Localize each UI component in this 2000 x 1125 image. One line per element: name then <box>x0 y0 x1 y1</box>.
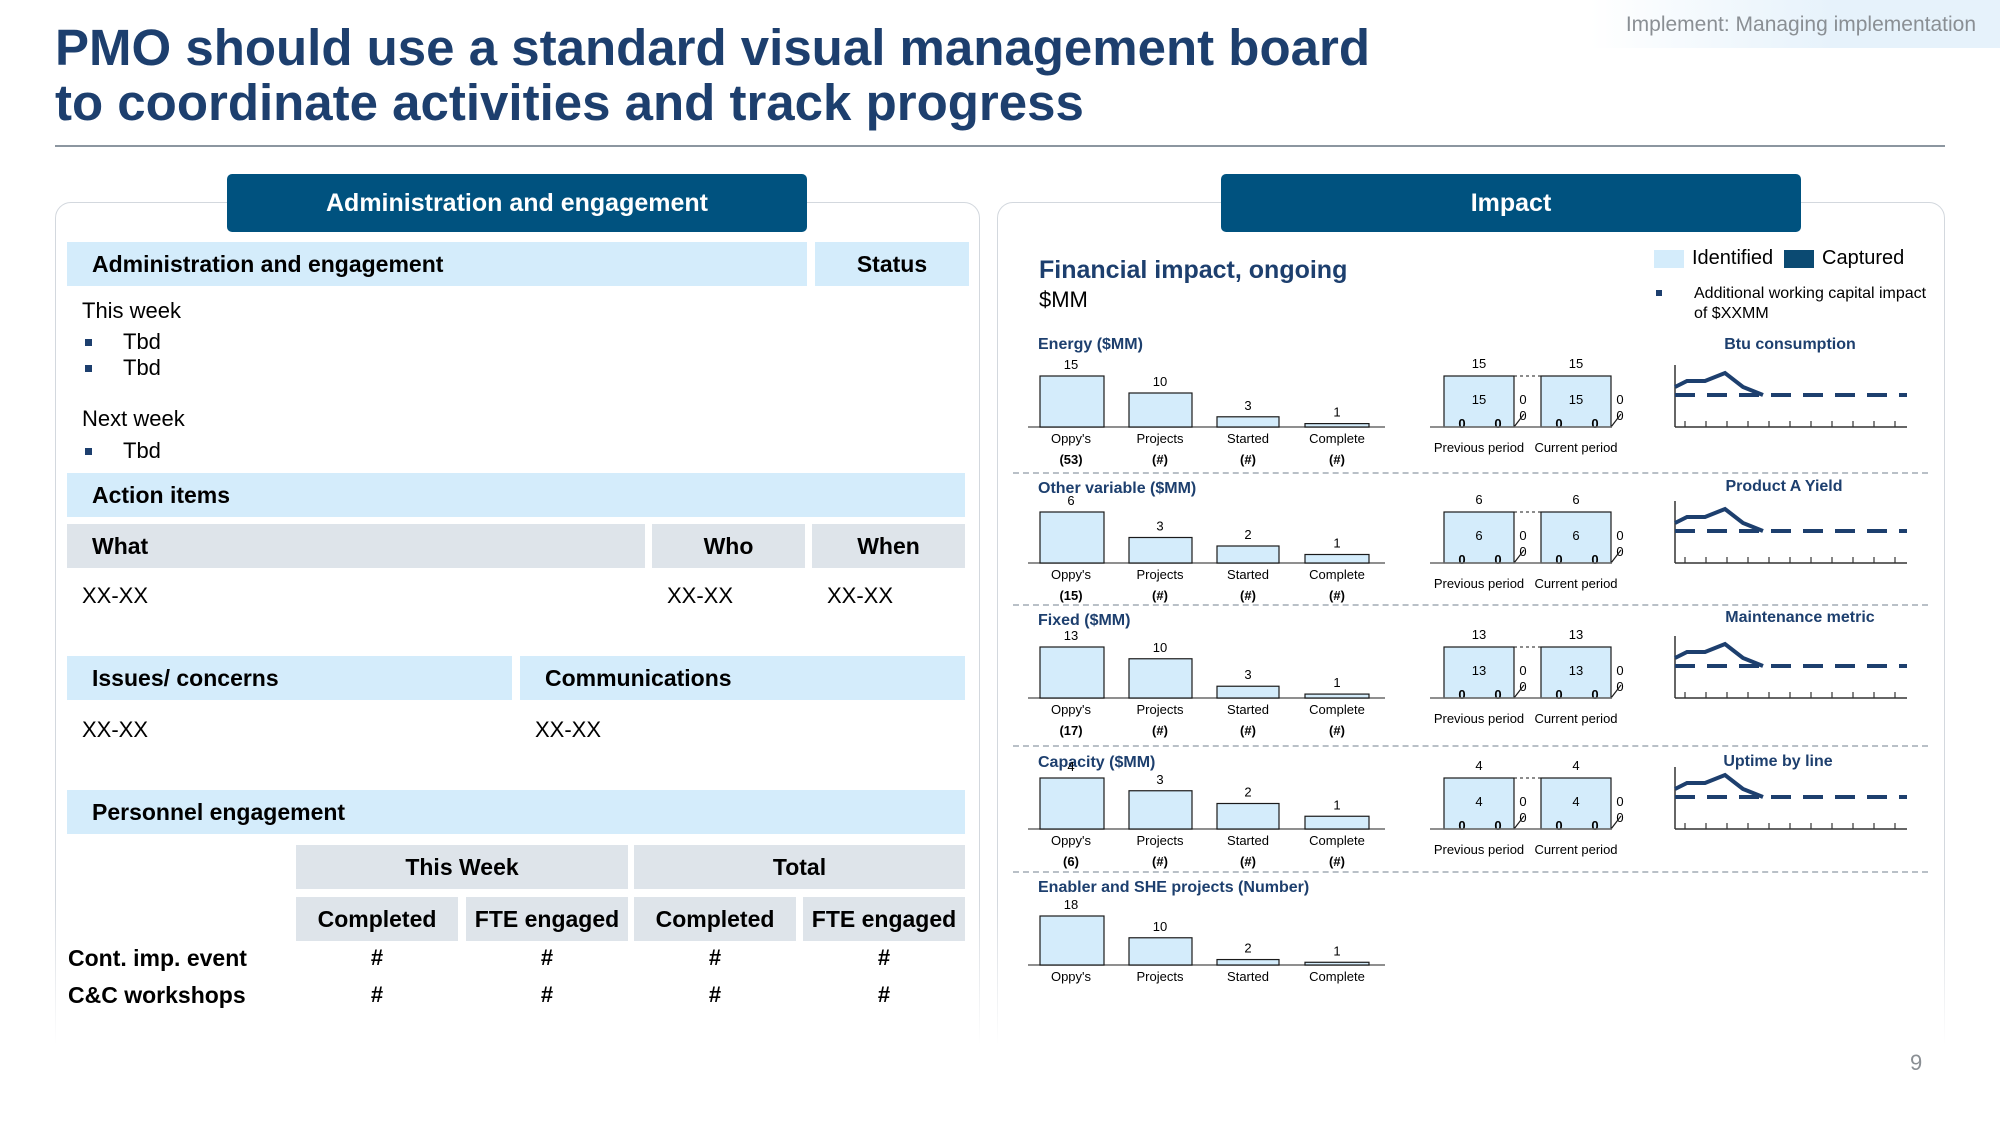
next-week-label: Next week <box>82 406 185 431</box>
status-header: Status <box>815 242 969 286</box>
legend-captured-swatch <box>1784 250 1814 268</box>
title-divider <box>55 145 1945 147</box>
issues-header: Issues/ concerns <box>67 656 512 700</box>
working-capital-note: Additional working capital impact of $XX… <box>1694 285 1927 322</box>
section-title-other-variable: Other variable ($MM) <box>1038 480 1197 497</box>
page-title-line1: PMO should use a standard visual managem… <box>55 19 1370 76</box>
note-bullet <box>1656 290 1662 296</box>
row-value: # <box>877 982 891 1007</box>
kpi-title-maintenance: Maintenance metric <box>1725 609 1875 626</box>
sub-col-fte-engaged: FTE engaged <box>466 897 628 941</box>
communications-header: Communications <box>520 656 965 700</box>
section-title-fixed: Fixed ($MM) <box>1038 612 1131 629</box>
total-col: Total <box>634 845 965 889</box>
section-divider <box>1013 604 1928 606</box>
impact-panel-title: Impact <box>1221 174 1801 232</box>
row-value: # <box>877 945 891 970</box>
admin-panel-title: Administration and engagement <box>227 174 807 232</box>
row-value: # <box>708 945 722 970</box>
row-value: # <box>370 982 384 1007</box>
financial-impact-unit: $MM <box>1039 287 1088 312</box>
communications-value: XX-XX <box>535 717 602 742</box>
action-when-value: XX-XX <box>827 583 894 608</box>
section-title-capacity: Capacity ($MM) <box>1038 754 1156 771</box>
sub-col-fte-engaged: FTE engaged <box>803 897 965 941</box>
row-value: # <box>540 945 554 970</box>
action-what-value: XX-XX <box>82 583 149 608</box>
action-who-value: XX-XX <box>667 583 734 608</box>
impact-panel-fade <box>992 900 1950 1070</box>
action-col-when: When <box>812 524 965 568</box>
section-title-energy: Energy ($MM) <box>1038 336 1143 353</box>
this-week-col: This Week <box>296 845 628 889</box>
page-title: PMO should use a standard visual managem… <box>55 20 1370 130</box>
issues-value: XX-XX <box>82 717 149 742</box>
kpi-title-btu: Btu consumption <box>1724 336 1856 353</box>
row-value: # <box>540 982 554 1007</box>
row-label: Cont. imp. event <box>68 945 247 971</box>
kpi-title-yield: Product A Yield <box>1725 478 1843 495</box>
next-week-item: Tbd <box>85 438 161 463</box>
admin-engagement-header: Administration and engagement <box>67 242 807 286</box>
page-number: 9 <box>1910 1050 1923 1075</box>
this-week-item: Tbd <box>85 355 161 380</box>
legend-captured: Captured <box>1822 247 1905 269</box>
sub-col-completed: Completed <box>296 897 458 941</box>
personnel-engagement-header: Personnel engagement <box>67 790 965 834</box>
financial-impact-title: Financial impact, ongoing <box>1039 256 1348 284</box>
section-divider <box>1013 745 1928 747</box>
action-col-who: Who <box>652 524 805 568</box>
kpi-title-uptime: Uptime by line <box>1723 753 1833 770</box>
row-value: # <box>708 982 722 1007</box>
section-tag-text: Implement: Managing implementation <box>1625 13 1976 36</box>
section-divider <box>1013 871 1928 873</box>
section-title-enabler: Enabler and SHE projects (Number) <box>1038 879 1310 896</box>
page-title-line2: to coordinate activities and track progr… <box>55 74 1084 131</box>
row-label: C&C workshops <box>68 982 246 1008</box>
this-week-item: Tbd <box>85 329 161 354</box>
section-tag: Implement: Managing implementation <box>1590 0 2000 48</box>
section-divider <box>1013 472 1928 474</box>
row-value: # <box>370 945 384 970</box>
action-items-header: Action items <box>67 473 965 517</box>
this-week-label: This week <box>82 298 182 323</box>
sub-col-completed: Completed <box>634 897 796 941</box>
legend-identified-swatch <box>1654 250 1684 268</box>
action-col-what: What <box>67 524 645 568</box>
legend-identified: Identified <box>1692 247 1774 269</box>
